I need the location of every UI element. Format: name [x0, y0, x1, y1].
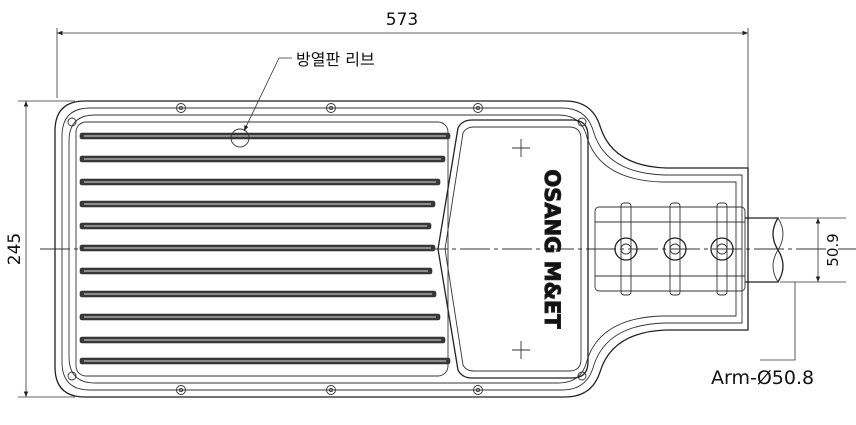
fin-highlights [84, 135, 446, 362]
height-dimension: 245 [5, 100, 75, 398]
width-dimension-label: 573 [386, 10, 418, 30]
perimeter-screws [67, 103, 587, 395]
height-dimension-label: 245 [5, 233, 25, 265]
brand-logo: OSANG M&ET [540, 169, 564, 329]
arm-height-dimension-label: 50.9 [824, 233, 842, 266]
arm-callout-label: Arm-Ø50.8 [711, 367, 814, 389]
arm-callout: Arm-Ø50.8 [711, 282, 814, 389]
arm-mount [594, 202, 746, 296]
arm-height-dimension: 50.9 [780, 217, 846, 283]
fin-callout-label: 방열판 리브 [296, 50, 375, 69]
clamp-bolt-3 [710, 202, 734, 296]
clamp-bolt-2 [663, 202, 687, 296]
width-dimension: 573 [56, 10, 749, 170]
cover-panel: OSANG M&ET [437, 119, 589, 379]
housing [54, 100, 749, 398]
cover-marks [512, 139, 530, 359]
fin-callout: 방열판 리브 [230, 50, 375, 148]
clamp-bolt-1 [614, 202, 638, 296]
pole-arm [745, 217, 784, 283]
